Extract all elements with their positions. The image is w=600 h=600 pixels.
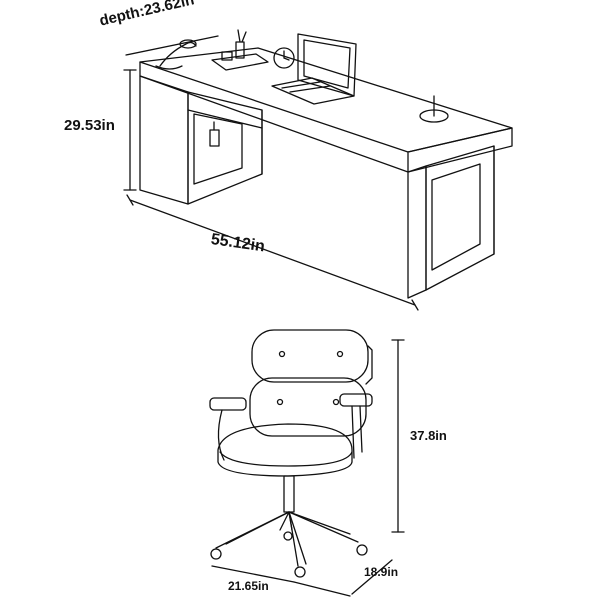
- chair-button-3: [278, 400, 283, 405]
- chair-depth-label: 18.9in: [364, 565, 399, 579]
- desk-clock: [274, 48, 294, 68]
- chair-leg-6: [289, 512, 350, 534]
- clock-hand-2: [284, 58, 289, 60]
- desk-drawer: [194, 114, 242, 184]
- chair-depth-line: [352, 560, 392, 594]
- chair-width-line: [212, 566, 294, 582]
- chair-leg-2: [226, 512, 289, 544]
- desk-dimension-lines: [124, 36, 418, 310]
- chair-arm-support-right: [352, 406, 354, 458]
- chair-dimension-lines: [212, 340, 404, 596]
- laptop-keyboard-line: [282, 82, 320, 88]
- desk-cabinet-side: [188, 92, 262, 204]
- chair-button-4: [334, 400, 339, 405]
- chair-width-label: 21.65in: [228, 579, 269, 593]
- chair-height-label: 37.8in: [410, 428, 447, 443]
- chair-width-line-2: [294, 582, 350, 596]
- chair-leg-4: [289, 512, 306, 564]
- desk-left-edge: [140, 62, 408, 172]
- chair-arm-support-right-2: [360, 406, 362, 452]
- lamp-base: [156, 66, 182, 69]
- desk-leg-outer: [408, 166, 426, 298]
- desk-top-surface: [140, 48, 512, 152]
- chair-caster-4: [284, 532, 292, 540]
- chair-button-2: [338, 352, 343, 357]
- chair-leg-8: [280, 512, 289, 530]
- chair-armrest-left: [210, 398, 246, 410]
- tray-block: [222, 52, 232, 60]
- chair-seat-edge: [220, 452, 352, 466]
- chair-caster: [211, 549, 221, 559]
- chair-back-lower: [250, 378, 366, 436]
- laptop-base: [272, 78, 354, 104]
- width-dimension-tick-right: [412, 300, 418, 310]
- width-dimension-line: [130, 200, 415, 305]
- chair-leg-5: [289, 512, 358, 542]
- chair-seat: [218, 424, 352, 476]
- desk-lamp: [160, 42, 196, 66]
- laptop-screen: [298, 34, 356, 96]
- chair-caster-3: [357, 545, 367, 555]
- chair-drawing: [210, 330, 372, 577]
- desk-leg-inner: [432, 164, 480, 270]
- desk-shelf-line: [188, 110, 262, 128]
- desk-cabinet-front: [140, 76, 188, 204]
- desk-front-edge: [408, 128, 512, 172]
- chair-caster-2: [295, 567, 305, 577]
- desk-drawing: [140, 30, 512, 298]
- laptop-screen-inner: [304, 40, 350, 88]
- pen: [238, 30, 240, 42]
- drawer-handle: [210, 130, 219, 146]
- chair-gas-lift: [284, 476, 294, 512]
- chair-armrest-right: [340, 394, 372, 406]
- width-dimension-tick-left: [127, 195, 133, 205]
- chair-leg-7: [289, 512, 292, 530]
- chair-arm-support-left: [218, 410, 224, 460]
- pen-2: [242, 32, 246, 42]
- desk-height-label: 29.53in: [64, 117, 115, 134]
- desk-tray: [212, 54, 268, 70]
- chair-back-upper-side: [366, 346, 372, 384]
- laptop-keyboard-line-2: [290, 86, 330, 92]
- chair-button: [280, 352, 285, 357]
- chair-back-upper: [252, 330, 368, 382]
- depth-dimension-line: [126, 36, 218, 55]
